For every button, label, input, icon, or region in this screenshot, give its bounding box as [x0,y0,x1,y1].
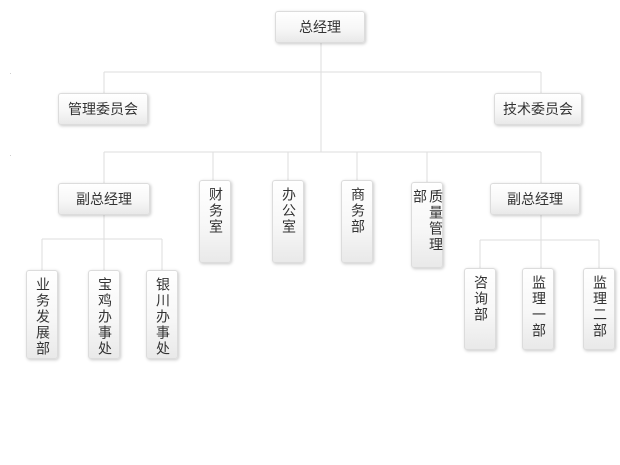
node-label: 管理委员会 [68,102,138,118]
node-finance-office[interactable]: 财务室 [199,180,231,263]
node-commerce-dept[interactable]: 商务部 [341,180,373,263]
node-deputy-gm-left[interactable]: 副总经理 [58,183,150,215]
node-label: 商务部 [349,187,365,235]
node-label: 副总经理 [507,192,563,208]
node-label: 总经理 [299,20,341,36]
node-management-committee[interactable]: 管理委员会 [58,93,148,125]
node-general-office[interactable]: 办公室 [272,180,304,263]
node-general-manager[interactable]: 总经理 [275,11,365,43]
node-label: 质量管理部 [411,189,443,253]
node-label: 监理一部 [530,275,546,339]
node-baoji-office[interactable]: 宝鸡办事处 [88,270,120,359]
node-business-development-dept[interactable]: 业务发展部 [26,270,58,359]
node-consulting-dept[interactable]: 咨询部 [464,268,496,350]
node-yinchuan-office[interactable]: 银川办事处 [146,270,178,359]
node-quality-management-dept[interactable]: 质量管理部 [411,182,443,268]
node-label: 技术委员会 [503,102,573,118]
margin-marker [10,73,11,74]
margin-marker [10,155,11,156]
node-label: 宝鸡办事处 [96,277,112,357]
node-technical-committee[interactable]: 技术委员会 [494,93,582,125]
node-label: 副总经理 [76,192,132,208]
node-supervision-dept-1[interactable]: 监理一部 [522,268,554,350]
node-label: 财务室 [207,187,223,235]
node-deputy-gm-right[interactable]: 副总经理 [490,183,580,215]
node-label: 业务发展部 [34,277,50,357]
node-supervision-dept-2[interactable]: 监理二部 [583,268,615,350]
node-label: 咨询部 [472,275,488,323]
node-label: 银川办事处 [154,277,170,357]
node-label: 监理二部 [591,275,607,339]
node-label: 办公室 [280,187,296,235]
